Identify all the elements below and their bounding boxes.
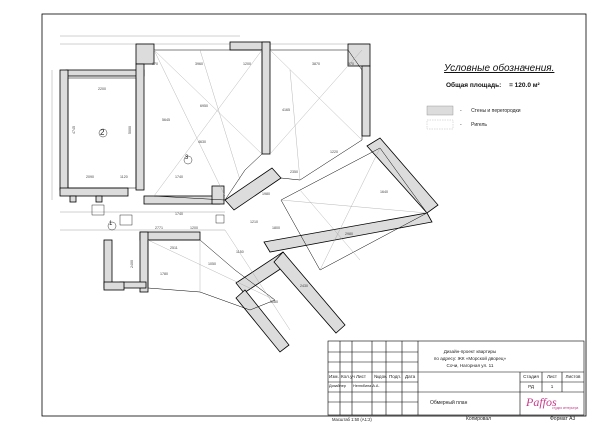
area-label: Общая площадь: — [446, 82, 502, 89]
dimension-label: 1740 — [175, 212, 183, 216]
dimension-label: 1120 — [120, 175, 128, 179]
legend-dash: - — [460, 108, 462, 114]
dimension-label: 2980 — [345, 232, 353, 236]
sheet-label: Лист — [547, 374, 557, 379]
dimension-label: 1640 — [380, 190, 388, 194]
legend-title: Условные обозначения. — [444, 63, 555, 74]
dimension-label: 3870 — [312, 62, 320, 66]
footer-copied: Копировал — [466, 416, 492, 422]
dimension-label: 2771 — [155, 226, 163, 230]
tb-header-list: Лист — [356, 374, 366, 379]
logo-text: Paffos — [526, 395, 557, 409]
dimension-label: 5000 — [128, 126, 132, 134]
tb-author-role: Дизайнер — [329, 384, 346, 388]
project-line-1: Дизайн-проект квартиры — [443, 349, 497, 354]
logo-subtitle: студия интерьера — [552, 406, 579, 410]
legend-label: Ригель — [471, 122, 488, 128]
total-area: Общая площадь: = 120.0 м² — [446, 82, 540, 89]
footer-scale: Масштаб 1:50 (А1:2) — [332, 417, 372, 422]
tb-header-kol: Кол.уч — [341, 374, 355, 379]
room-outlines — [67, 49, 428, 311]
tb-author-name: Нелюбина А.А. — [353, 384, 380, 388]
legend-item-beam: - Ригель — [460, 122, 487, 128]
tb-header-sign: Подп. — [389, 374, 402, 379]
sheet-frame — [41, 13, 587, 417]
legend-beam-swatch — [426, 119, 454, 130]
sheet-value: 1 — [550, 384, 554, 389]
dimension-label: 1980 — [262, 192, 270, 196]
dimension-label: 2090 — [86, 175, 94, 179]
dimension-label: 1800 — [272, 226, 280, 230]
project-line-2: по адресу: ЖК «Морской дворец» — [433, 356, 507, 361]
dimension-label: 4165 — [282, 108, 290, 112]
dimension-label: 5645 — [162, 118, 170, 122]
tb-header-doc: №док. — [374, 374, 388, 379]
room-number: 2 — [100, 128, 105, 137]
project-line-3: Сочи, Нагорная ул. 11 — [446, 363, 494, 368]
dimension-label: 4745 — [72, 126, 76, 134]
dimension-label: 2430 — [300, 284, 308, 288]
footer-format: Формат А3 — [550, 416, 576, 422]
dimension-label: 6950 — [200, 104, 208, 108]
studio-logo: Paffos студия интерьера — [522, 394, 584, 414]
tb-header-date: Дата — [405, 374, 416, 379]
legend-dash: - — [460, 122, 462, 128]
legend-item-walls: - Стены и перегородки — [460, 108, 521, 114]
door-markers — [91, 128, 225, 231]
dimension-label: 2350 — [290, 170, 298, 174]
sheets-label: Листов — [565, 374, 581, 379]
dimension-label: 1220 — [330, 150, 338, 154]
dimension-lines — [51, 35, 370, 231]
dimension-label: 4630 — [198, 140, 206, 144]
walls — [59, 41, 439, 353]
room-number: 1 — [109, 221, 113, 227]
dimension-label: 2511 — [170, 246, 178, 250]
stage-value: РД — [528, 384, 534, 389]
dimension-label: 1210 — [250, 220, 258, 224]
tb-header-izm: Изм. — [329, 374, 339, 379]
dimension-label: 3960 — [195, 62, 203, 66]
stage-label: Стадия — [523, 374, 539, 379]
room-number: 3 — [185, 155, 189, 161]
diagonal-measurements — [147, 49, 428, 331]
legend-label: Стены и перегородки — [471, 108, 521, 114]
dimension-label: 2400 — [130, 260, 134, 268]
sheet-title: Обмерный план — [430, 400, 468, 406]
legend-wall-swatch — [426, 105, 454, 116]
dimension-label: 1150 — [236, 250, 244, 254]
dimension-label: 1200 — [243, 62, 251, 66]
dimension-label: 3080 — [270, 300, 278, 304]
dimension-label: 1740 — [175, 175, 183, 179]
dimension-label: 970 — [348, 62, 354, 66]
dimension-label: 2200 — [98, 87, 106, 91]
dimension-label: 1780 — [160, 272, 168, 276]
dimension-label: 1200 — [190, 226, 198, 230]
area-value: = 120.0 м² — [509, 82, 540, 89]
dimension-label: 1050 — [208, 262, 216, 266]
title-block-grid — [327, 340, 585, 416]
dimension-label: 970 — [152, 62, 158, 66]
